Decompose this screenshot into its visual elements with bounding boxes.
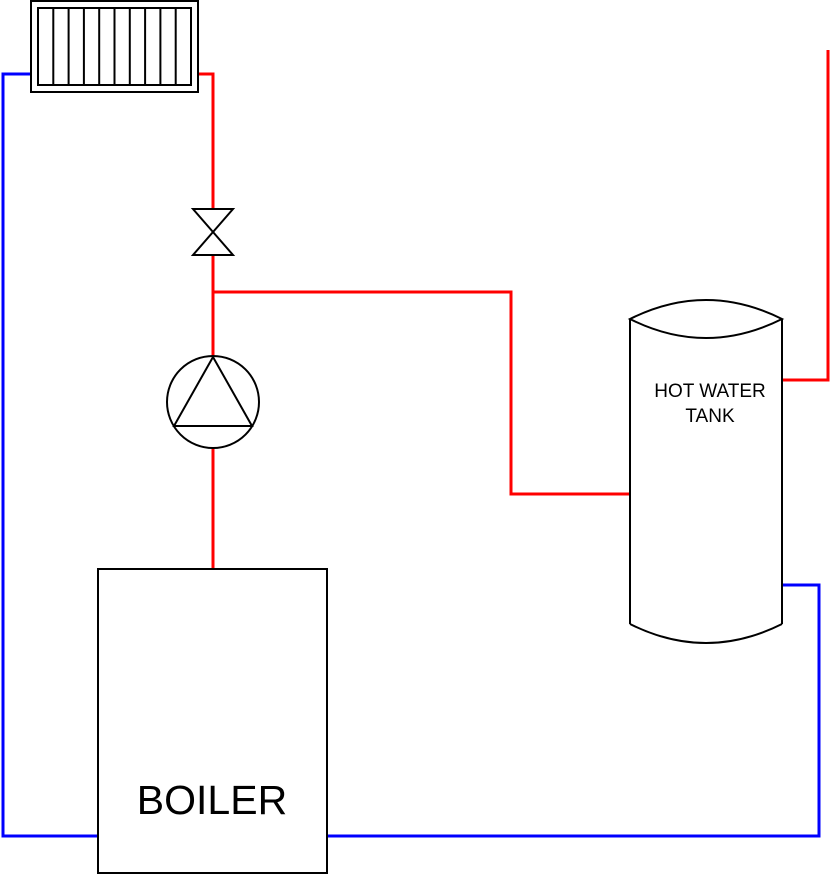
flow-pipes	[198, 50, 830, 569]
valve-icon[interactable]	[190, 208, 236, 256]
return-pipes	[1, 72, 821, 838]
radiator	[30, 0, 199, 93]
tank-label-line1: HOT WATER	[654, 381, 766, 402]
boiler	[97, 568, 328, 874]
hot-water-tank	[627, 299, 785, 644]
hot-water-outlet-pipe	[782, 50, 830, 382]
pump-icon[interactable]	[166, 354, 260, 449]
return-pipe-radiator-to-boiler	[1, 72, 98, 838]
return-pipe-tank-to-boiler	[327, 583, 821, 838]
tank-label-line2: TANK	[685, 406, 735, 427]
boiler-label: BOILER	[137, 777, 287, 823]
flow-pipe-to-tank	[213, 290, 630, 496]
flow-pipe-valve-to-radiator	[198, 72, 215, 209]
